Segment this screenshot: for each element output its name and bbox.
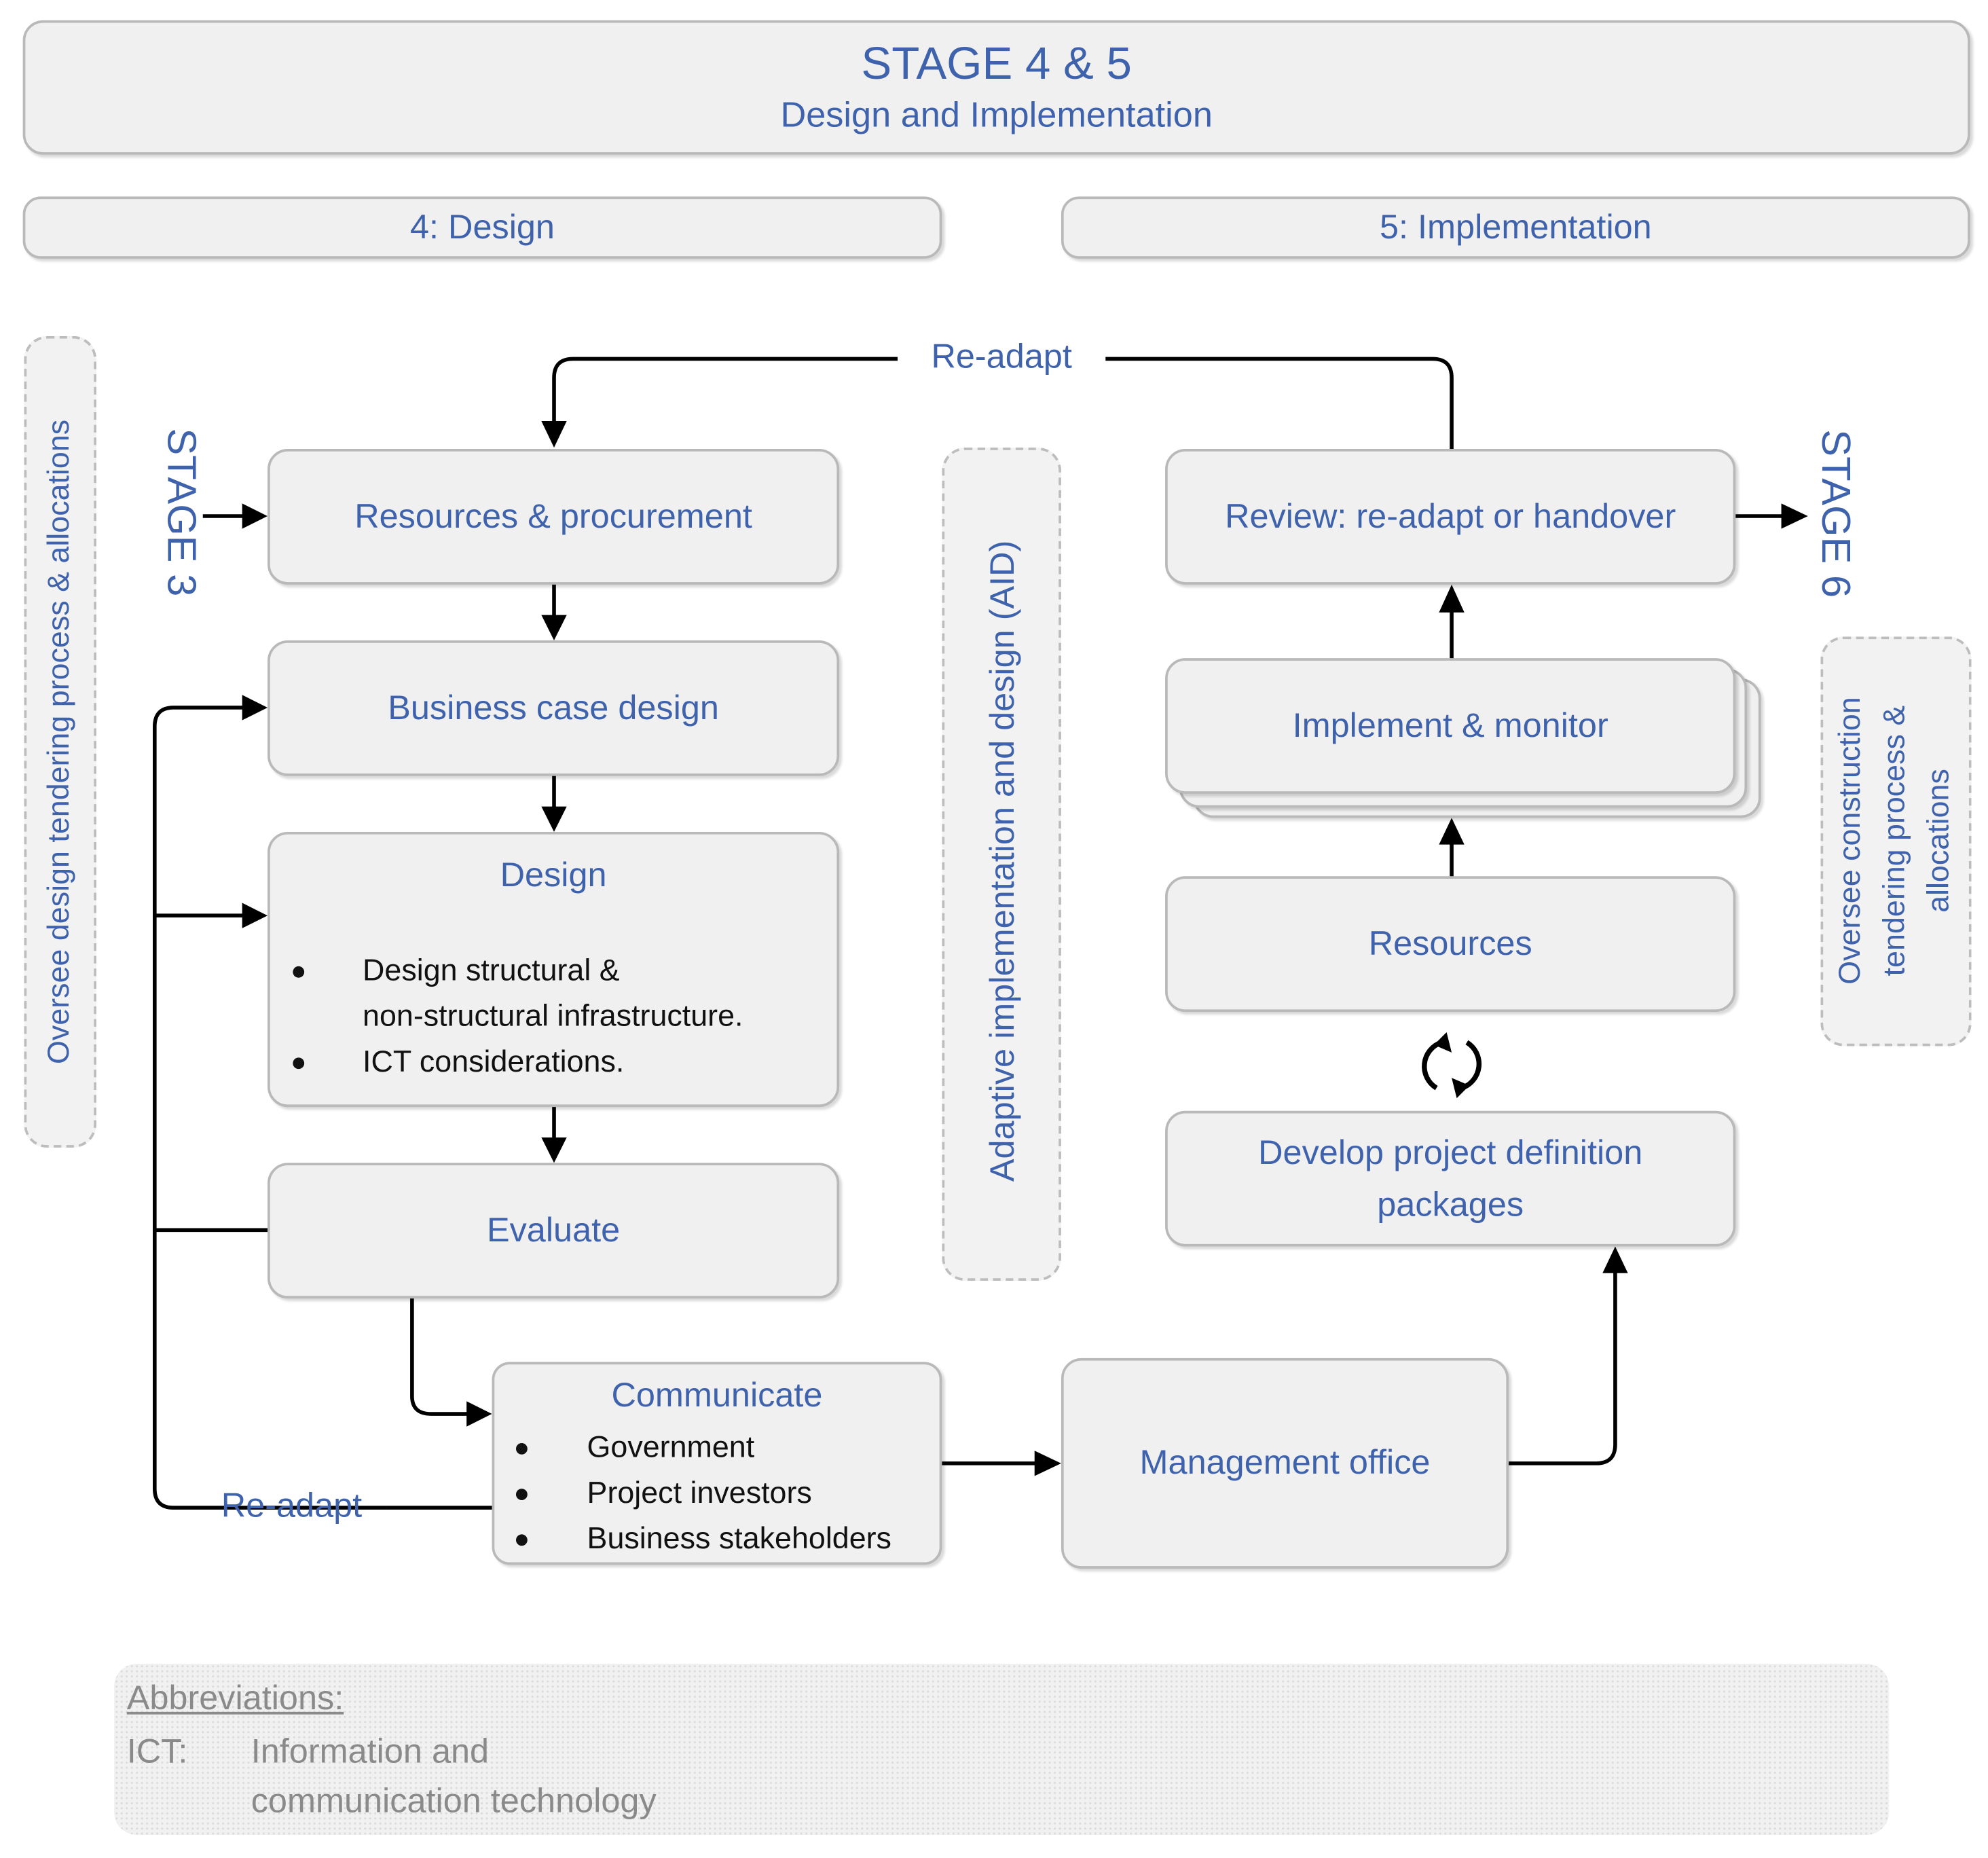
abbreviation-term: ICT: (126, 1732, 188, 1770)
readapt-top-line-left (552, 357, 898, 421)
arrowhead (1439, 818, 1465, 845)
resources-procurement-box: Resources & procurement (268, 449, 840, 585)
abbreviations-panel: Abbreviations: ICT: Information and comm… (114, 1663, 1890, 1835)
phase-design: 4: Design (22, 196, 942, 259)
left-loop-line (153, 706, 387, 1510)
bullet-dot (293, 1057, 305, 1070)
evaluate-to-communicate (410, 1298, 469, 1416)
arrowhead (541, 420, 567, 448)
develop-line2: packages (1377, 1184, 1524, 1224)
aid-panel (942, 448, 1061, 1281)
communicate-title: Communicate (611, 1376, 823, 1415)
business-case-box: Business case design (268, 640, 840, 776)
stage-title: STAGE 4 & 5 (861, 36, 1132, 89)
design-bullet-1-cont: non-structural infrastructure. (363, 999, 743, 1034)
arrowhead (242, 695, 268, 721)
management-to-develop (1509, 1271, 1617, 1465)
cycle-icon (1422, 1040, 1482, 1091)
arrowhead (1034, 1451, 1061, 1476)
bullet-dot (515, 1534, 528, 1546)
abbreviation-definition-1: Information and (251, 1732, 490, 1770)
management-office-box: Management office (1061, 1358, 1509, 1569)
implement-monitor-box: Implement & monitor (1165, 658, 1736, 794)
arrowhead (541, 615, 567, 640)
design-bullets: Design structural & non-structural infra… (270, 949, 837, 1086)
stage-header: STAGE 4 & 5 Design and Implementation (22, 20, 1970, 155)
communicate-item: Government (494, 1425, 939, 1471)
arrowhead (242, 903, 268, 928)
arrowhead (1602, 1246, 1628, 1273)
readapt-top-label: Re-adapt (931, 337, 1072, 376)
bullet-dot (293, 966, 305, 978)
communicate-item: Project investors (494, 1471, 939, 1516)
resources-box: Resources (1165, 876, 1736, 1013)
abbreviation-definition-2: communication technology (251, 1781, 657, 1820)
develop-packages-box: Develop project definition packages (1165, 1110, 1736, 1247)
arrowhead (541, 1137, 567, 1163)
communicate-box: Communicate Government Project investors… (492, 1362, 942, 1565)
arrowhead (541, 806, 567, 832)
bullet-dot (515, 1489, 528, 1501)
oversee-design-panel (24, 335, 96, 1148)
arrowhead (1781, 503, 1808, 529)
evaluate-box: Evaluate (268, 1163, 840, 1299)
readapt-top-line-right (1105, 357, 1454, 450)
design-title: Design (500, 856, 607, 894)
review-box: Review: re-adapt or handover (1165, 449, 1736, 585)
communicate-item: Business stakeholders (494, 1516, 939, 1562)
bullet-dot (515, 1442, 528, 1455)
communicate-list: Government Project investors Business st… (494, 1425, 939, 1563)
abbreviations-heading: Abbreviations: (126, 1679, 344, 1717)
phase-implementation: 5: Implementation (1061, 196, 1970, 259)
develop-line1: Develop project definition (1258, 1133, 1643, 1172)
arrowhead (242, 503, 268, 529)
oversee-construction-panel (1820, 636, 1972, 1046)
stage-subtitle: Design and Implementation (780, 95, 1213, 134)
readapt-bottom-label: Re-adapt (221, 1486, 363, 1525)
arrowhead (466, 1401, 492, 1427)
design-bullet-2: ICT considerations. (270, 1040, 837, 1085)
design-bullet-1: Design structural & (270, 949, 837, 994)
arrowhead (1439, 584, 1465, 613)
design-box: Design Design structural & non-structura… (268, 831, 840, 1108)
cycle-icon-heads (1433, 1032, 1470, 1099)
